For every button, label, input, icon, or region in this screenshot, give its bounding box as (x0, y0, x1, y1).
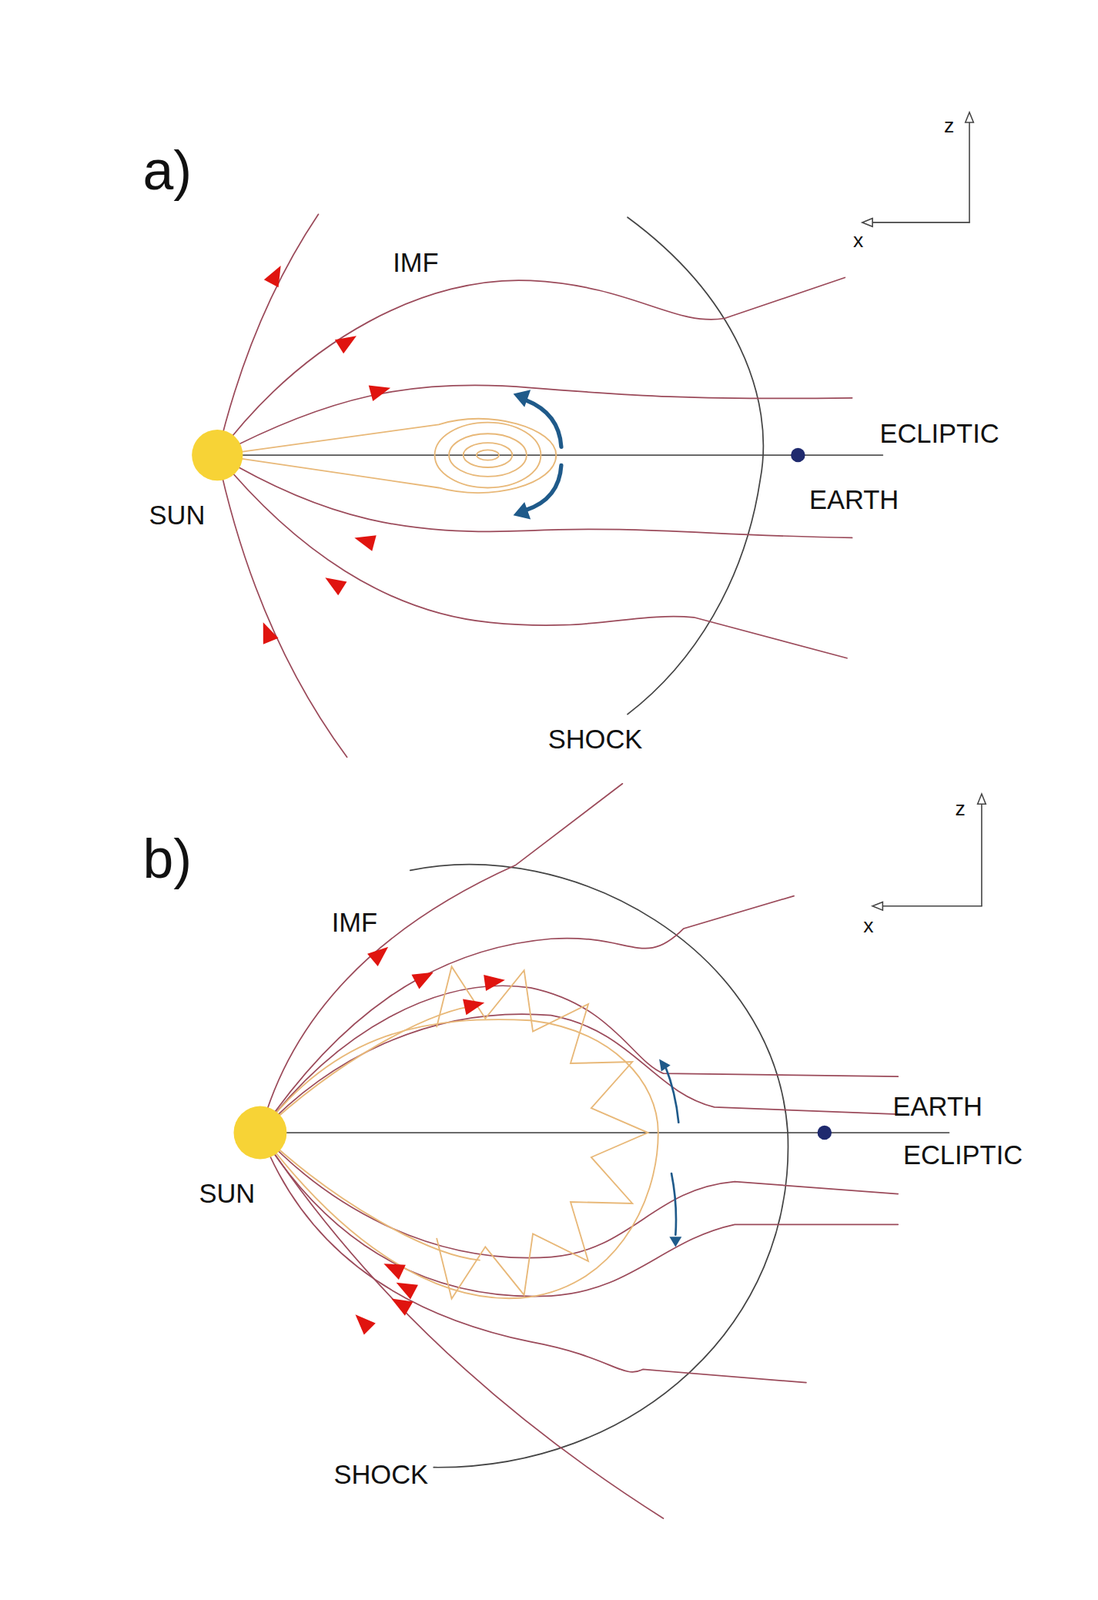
star-label: SUN (198, 1180, 255, 1208)
flux-rope (217, 418, 556, 493)
field-arrows (665, 1066, 679, 1236)
earth (790, 448, 806, 463)
sun (233, 1106, 287, 1160)
plane-label: ECLIPTIC (903, 1141, 1023, 1169)
planet-label: EARTH (893, 1093, 983, 1121)
ecliptic-line (217, 454, 883, 456)
axis-label: x (853, 230, 864, 252)
star-label: SUN (149, 502, 206, 529)
planet-label: EARTH (809, 486, 899, 514)
axes (872, 793, 986, 911)
axes (862, 112, 974, 227)
imf-arrowheads (349, 940, 506, 1336)
field-label: IMF (331, 909, 378, 937)
imf-arrowheads (255, 261, 393, 645)
axis-label: z (944, 115, 955, 137)
ecliptic-line (260, 1131, 950, 1134)
axis-label: z (955, 798, 966, 820)
shock-label: SHOCK (548, 726, 643, 754)
plane-label: ECLIPTIC (879, 420, 999, 448)
imf-lines (217, 214, 852, 757)
rotation-arrows (525, 400, 562, 511)
axis-label: x (863, 915, 874, 937)
flux-rope (260, 966, 659, 1299)
earth (817, 1125, 833, 1141)
field-label: IMF (392, 249, 439, 277)
imf-lines (260, 783, 898, 1519)
shock-front (627, 217, 764, 714)
panel-letter: b) (143, 831, 193, 888)
sun (191, 429, 243, 481)
shock-label: SHOCK (333, 1461, 429, 1489)
panel-letter: a) (143, 143, 193, 199)
